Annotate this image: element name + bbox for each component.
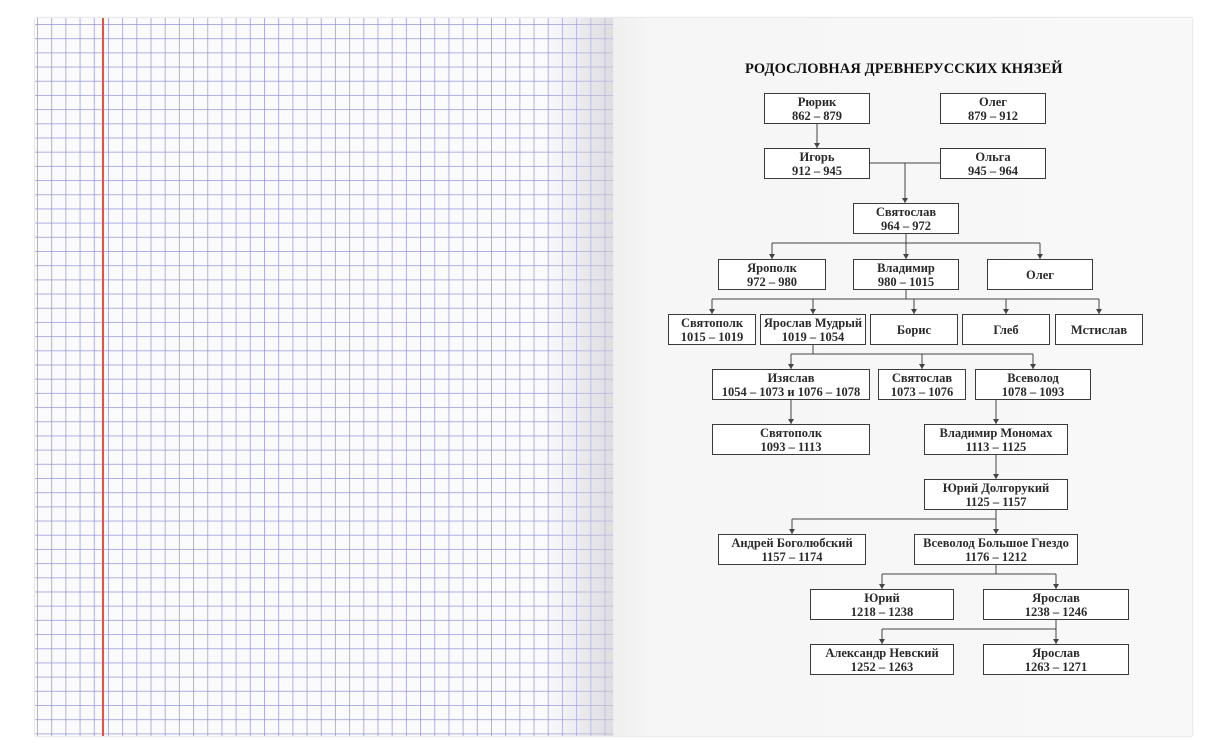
connector-arrow: [903, 254, 909, 259]
connector-arrow: [919, 364, 925, 369]
connector-arrow: [1003, 309, 1009, 314]
prince-name: Изяслав: [767, 370, 815, 385]
prince-name: Юрий: [864, 590, 900, 605]
prince-name: Юрий Долгорукий: [942, 480, 1050, 495]
prince-years: 912 – 945: [792, 163, 842, 178]
prince-years: 1019 – 1054: [781, 329, 845, 344]
connector-arrow: [789, 529, 795, 534]
connector-arrow: [1053, 584, 1059, 589]
prince-years: 1015 – 1019: [680, 329, 744, 344]
prince-name: Всеволод: [1007, 370, 1059, 385]
prince-years: 1263 – 1271: [1024, 659, 1088, 674]
connector-arrow: [1053, 639, 1059, 644]
prince-name: Ольга: [975, 149, 1011, 164]
prince-name: Святослав: [891, 370, 953, 385]
connector-arrow: [911, 309, 917, 314]
connector-arrow: [879, 639, 885, 644]
prince-name: Александр Невский: [825, 645, 939, 660]
connector-arrow: [1037, 254, 1043, 259]
prince-box-gleb: Глеб: [962, 314, 1050, 345]
prince-name: Святослав: [875, 204, 937, 219]
prince-name: Святополк: [759, 425, 823, 440]
prince-years: 1078 – 1093: [1001, 384, 1065, 399]
prince-years: 1073 – 1076: [890, 384, 954, 399]
prince-name: Глеб: [993, 322, 1019, 337]
prince-years: 980 – 1015: [877, 274, 935, 289]
prince-years: 1157 – 1174: [761, 549, 823, 564]
prince-years: 945 – 964: [968, 163, 1018, 178]
graph-paper-page: [35, 18, 613, 736]
prince-box-mstislav: Мстислав: [1055, 314, 1143, 345]
connector-arrow: [810, 309, 816, 314]
prince-years: 1218 – 1238: [850, 604, 914, 619]
connector-arrow: [902, 198, 908, 203]
prince-years: 1238 – 1246: [1024, 604, 1088, 619]
connector-arrow: [879, 584, 885, 589]
prince-name: Олег: [1026, 267, 1054, 282]
connector-arrow: [993, 529, 999, 534]
connector-arrow: [993, 474, 999, 479]
prince-name: Ярослав: [1032, 645, 1080, 660]
prince-box-oleg2: Олег: [987, 259, 1093, 290]
prince-name: Святополк: [680, 315, 744, 330]
prince-years: 879 – 912: [968, 108, 1018, 123]
connector-arrow: [1030, 364, 1036, 369]
prince-name: Игорь: [799, 149, 835, 164]
prince-name: Владимир: [877, 260, 935, 275]
connector-arrow: [709, 309, 715, 314]
prince-years: 1113 – 1125: [965, 439, 1027, 454]
connector-arrow: [788, 364, 794, 369]
prince-name: Владимир Мономах: [939, 425, 1053, 440]
connector-arrow: [1096, 309, 1102, 314]
prince-years: 972 – 980: [747, 274, 797, 289]
prince-years: 1252 – 1263: [850, 659, 914, 674]
prince-name: Ярослав Мудрый: [763, 315, 863, 330]
prince-years: 964 – 972: [881, 218, 931, 233]
prince-box-boris: Борис: [870, 314, 958, 345]
prince-name: Андрей Боголюбский: [731, 535, 853, 550]
prince-name: Рюрик: [797, 94, 837, 109]
connector-arrow: [993, 419, 999, 424]
prince-name: Олег: [979, 94, 1007, 109]
connector-arrow: [788, 419, 794, 424]
prince-years: 1176 – 1212: [965, 549, 1027, 564]
prince-years: 862 – 879: [792, 108, 842, 123]
prince-years: 1125 – 1157: [965, 494, 1027, 509]
prince-name: Борис: [896, 322, 932, 337]
connector-arrow: [769, 254, 775, 259]
prince-name: Мстислав: [1070, 322, 1128, 337]
prince-name: Всеволод Большое Гнездо: [923, 535, 1069, 550]
connector-arrow: [814, 143, 820, 148]
page-title: РОДОСЛОВНАЯ ДРЕВНЕРУССКИХ КНЯЗЕЙ: [745, 61, 1063, 77]
prince-name: Ярополк: [747, 260, 797, 275]
prince-years: 1093 – 1113: [760, 439, 822, 454]
margin-line: [102, 18, 104, 736]
prince-name: Ярослав: [1032, 590, 1080, 605]
prince-years: 1054 – 1073 и 1076 – 1078: [721, 384, 861, 399]
